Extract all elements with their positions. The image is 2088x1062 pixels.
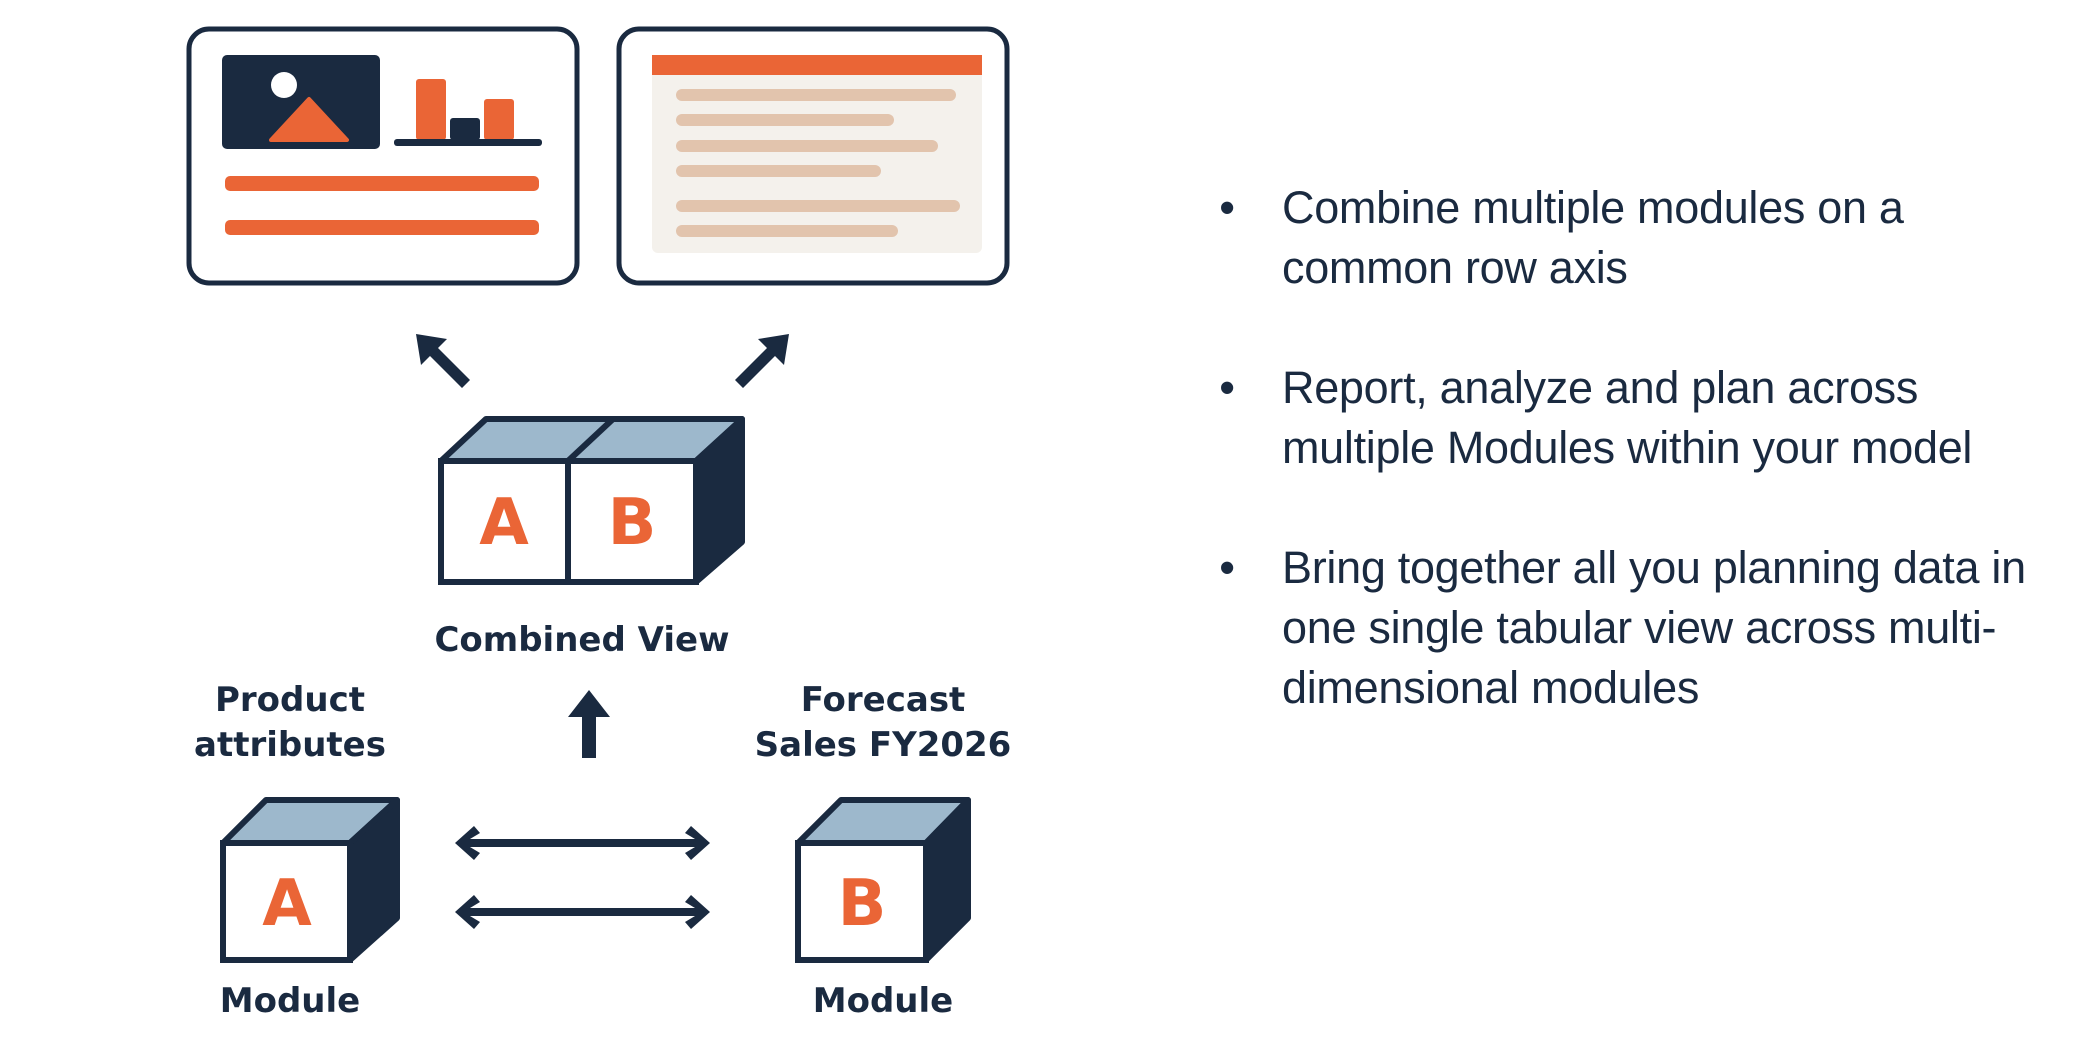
module-b-letter: B	[838, 867, 887, 941]
bullet-text: Combine multiple modules on a common row…	[1282, 182, 1904, 293]
combined-view-label: Combined View	[434, 620, 729, 660]
image-placeholder-icon	[222, 55, 380, 149]
bullet-marker: •	[1219, 182, 1235, 233]
feature-bullet-list: • Combine multiple modules on a common ro…	[1212, 178, 2072, 778]
module-b-cube: B	[795, 797, 971, 963]
bullet-marker: •	[1219, 542, 1235, 593]
bar-chart-icon	[394, 79, 542, 146]
arrow-up-left-icon	[416, 334, 470, 388]
double-arrow-icon	[455, 895, 710, 929]
double-arrow-icon	[455, 826, 710, 860]
arrow-up-right-icon	[735, 334, 789, 388]
module-a-title-line2: attributes	[194, 725, 386, 765]
dashboard-card-icon	[186, 26, 580, 286]
module-a-title-line1: Product	[215, 680, 365, 720]
bullet-text: Report, analyze and plan across multiple…	[1282, 362, 1973, 473]
combined-view-diagram: A B Combined View Product attributes For…	[186, 26, 1012, 1021]
bullet-marker: •	[1219, 362, 1235, 413]
module-a-cube: A	[220, 797, 400, 963]
bullet-item: • Report, analyze and plan across multipl…	[1212, 358, 2072, 478]
combined-view-cube: A B	[438, 416, 745, 585]
bullet-item: • Combine multiple modules on a common ro…	[1212, 178, 2072, 298]
report-table-card-icon	[616, 26, 1010, 286]
module-b-title-line2: Sales FY2026	[755, 725, 1012, 765]
module-a-letter: A	[262, 867, 312, 941]
arrow-up-icon	[568, 690, 610, 758]
bullet-item: • Bring together all you planning data in…	[1212, 538, 2072, 718]
module-b-caption: Module	[813, 981, 953, 1021]
module-b-title-line1: Forecast	[801, 680, 966, 720]
cell-a-letter: A	[479, 486, 529, 560]
bullet-text: Bring together all you planning data in …	[1282, 542, 2026, 713]
cell-b-letter: B	[608, 486, 657, 560]
module-a-caption: Module	[220, 981, 360, 1021]
